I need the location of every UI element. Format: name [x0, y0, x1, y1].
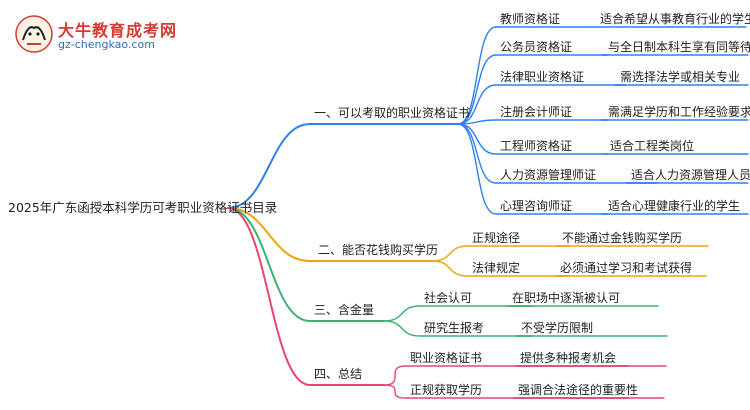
- topic-1-1-label: 教师资格证: [500, 12, 561, 26]
- child-link: [431, 260, 469, 277]
- child-link: [383, 384, 407, 399]
- topic-3-1-label: 社会认可: [424, 291, 473, 305]
- topic-1-4-label: 注册会计师证: [500, 105, 573, 119]
- topic-1-6-label: 人力资源管理师证: [500, 168, 597, 182]
- logo-title: 大牛教育成考网: [58, 21, 178, 40]
- topic-1-3-detail: 需选择法学或相关专业: [620, 70, 741, 84]
- topic-3-1-detail: 在职场中逐渐被认可: [512, 291, 621, 305]
- topic-2-2-detail: 必须通过学习和考试获得: [560, 261, 693, 275]
- child-link: [457, 84, 497, 125]
- branch-link: [227, 123, 311, 209]
- branch-link: [227, 207, 311, 322]
- topic-4-2-label: 正规获取学历: [410, 383, 483, 397]
- topic-1-7-label: 心理咨询师证: [500, 199, 573, 213]
- child-link: [383, 305, 421, 322]
- topic-1-5-detail: 适合工程类岗位: [610, 139, 695, 153]
- topic-1-3-label: 法律职业资格证: [500, 70, 585, 84]
- topic-2-1-label: 正规途径: [472, 231, 521, 245]
- branch-4-label: 四、总结: [314, 367, 363, 381]
- branch-link: [227, 207, 311, 386]
- topic-1-2-label: 公务员资格证: [500, 40, 573, 54]
- topic-4-2-detail: 强调合法途径的重要性: [518, 383, 639, 397]
- child-link: [383, 365, 407, 386]
- topic-3-2-label: 研究生报考: [424, 321, 485, 335]
- branch-link: [227, 207, 311, 262]
- child-link: [457, 54, 497, 125]
- topic-2-1-detail: 不能通过金钱购买学历: [562, 231, 683, 245]
- topic-3-2-detail: 不受学历限制: [521, 321, 594, 335]
- child-link: [457, 123, 497, 215]
- site-logo: 大牛教育成考网 gz-chengkao.com: [14, 14, 178, 56]
- topic-1-7-detail: 适合心理健康行业的学生: [608, 199, 741, 213]
- child-link: [383, 320, 421, 337]
- child-link: [457, 26, 497, 125]
- topic-1-6-detail: 适合人力资源管理人员: [631, 168, 750, 182]
- branch-2-label: 二、能否花钱购买学历: [318, 243, 439, 257]
- topic-4-1-label: 职业资格证书: [410, 351, 483, 365]
- topic-1-5-label: 工程师资格证: [500, 139, 573, 153]
- topic-2-2-label: 法律规定: [472, 261, 521, 275]
- child-link: [457, 123, 497, 155]
- branch-3-label: 三、含金量: [314, 303, 375, 317]
- topic-1-1-detail: 适合希望从事教育行业的学生: [600, 12, 750, 26]
- logo-url: gz-chengkao.com: [58, 38, 155, 51]
- root-topic: 2025年广东函授本科学历可考职业资格证书目录: [8, 200, 278, 215]
- branch-1-label: 一、可以考取的职业资格证书: [314, 106, 471, 120]
- topic-4-1-detail: 提供多种报考机会: [520, 351, 617, 365]
- topic-1-4-detail: 需满足学历和工作经验要求: [608, 105, 750, 119]
- logo-mascot-icon: [15, 15, 53, 53]
- topic-1-2-detail: 与全日制本科生享有同等待遇: [608, 40, 750, 54]
